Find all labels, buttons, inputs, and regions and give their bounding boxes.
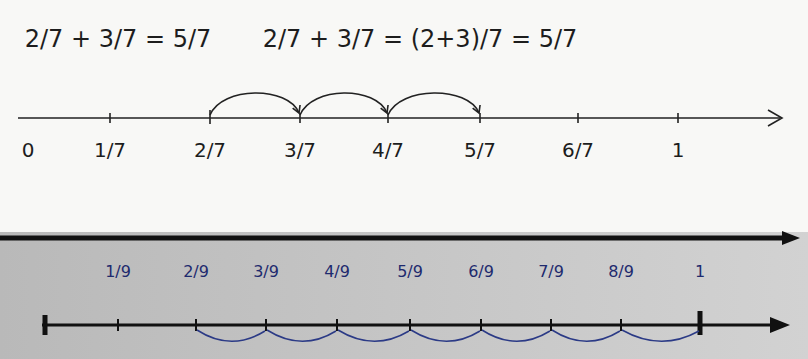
tick xyxy=(336,319,338,331)
fraction-label: 5/7 xyxy=(464,139,496,162)
fraction-label: 3/9 xyxy=(253,263,279,281)
tick xyxy=(479,113,481,123)
fraction-label: 1/7 xyxy=(94,139,126,162)
tick-label: 1 xyxy=(695,263,705,281)
jump-arc xyxy=(388,93,479,115)
jump-arcs xyxy=(197,330,699,341)
tick xyxy=(195,319,197,331)
fraction-label: 3/7 xyxy=(284,139,316,162)
tick-label: 0 xyxy=(22,139,35,162)
jump-arc xyxy=(482,330,550,341)
jump-arc xyxy=(300,93,387,115)
jump-arc xyxy=(411,330,480,341)
tick-marks xyxy=(118,319,621,331)
number-line xyxy=(18,117,780,119)
photo-ground xyxy=(0,232,808,359)
line-arrow xyxy=(782,231,800,245)
paper-ground xyxy=(0,0,808,232)
fraction-label: 5/9 xyxy=(397,263,423,281)
fraction-label: 1/9 xyxy=(105,263,131,281)
jump-arc xyxy=(552,330,620,341)
fraction-label: 4/9 xyxy=(324,263,350,281)
tick xyxy=(550,319,552,331)
jump-arc xyxy=(622,330,699,341)
zero-tick xyxy=(43,315,48,335)
jump-arc xyxy=(267,330,336,341)
line-arrow xyxy=(768,110,782,126)
tick xyxy=(265,319,267,331)
tick xyxy=(480,319,482,331)
tick xyxy=(677,113,679,123)
tick-label: 1 xyxy=(672,139,685,162)
jump-arc xyxy=(197,330,265,341)
tick xyxy=(109,113,111,123)
upper-bar xyxy=(0,236,790,241)
fraction-label: 4/7 xyxy=(372,139,404,162)
jump-arc xyxy=(210,93,299,115)
fraction-label: 8/9 xyxy=(608,263,634,281)
tick xyxy=(577,113,579,123)
tick-marks xyxy=(110,110,678,124)
equation-text: 2/7 + 3/7 = (2+3)/7 = 5/7 xyxy=(263,26,578,54)
fraction-label: 6/7 xyxy=(562,139,594,162)
fraction-label: 2/7 xyxy=(194,139,226,162)
tick xyxy=(620,319,622,331)
line-arrow xyxy=(770,317,790,333)
jump-arc xyxy=(338,330,409,341)
tick xyxy=(409,319,411,331)
tick xyxy=(117,319,119,331)
equation-text: 2/7 + 3/7 = 5/7 xyxy=(25,26,212,54)
fraction-label: 7/9 xyxy=(538,263,564,281)
fraction-label: 2/9 xyxy=(183,263,209,281)
jump-arcs xyxy=(210,93,479,115)
fraction-label: 6/9 xyxy=(468,263,494,281)
